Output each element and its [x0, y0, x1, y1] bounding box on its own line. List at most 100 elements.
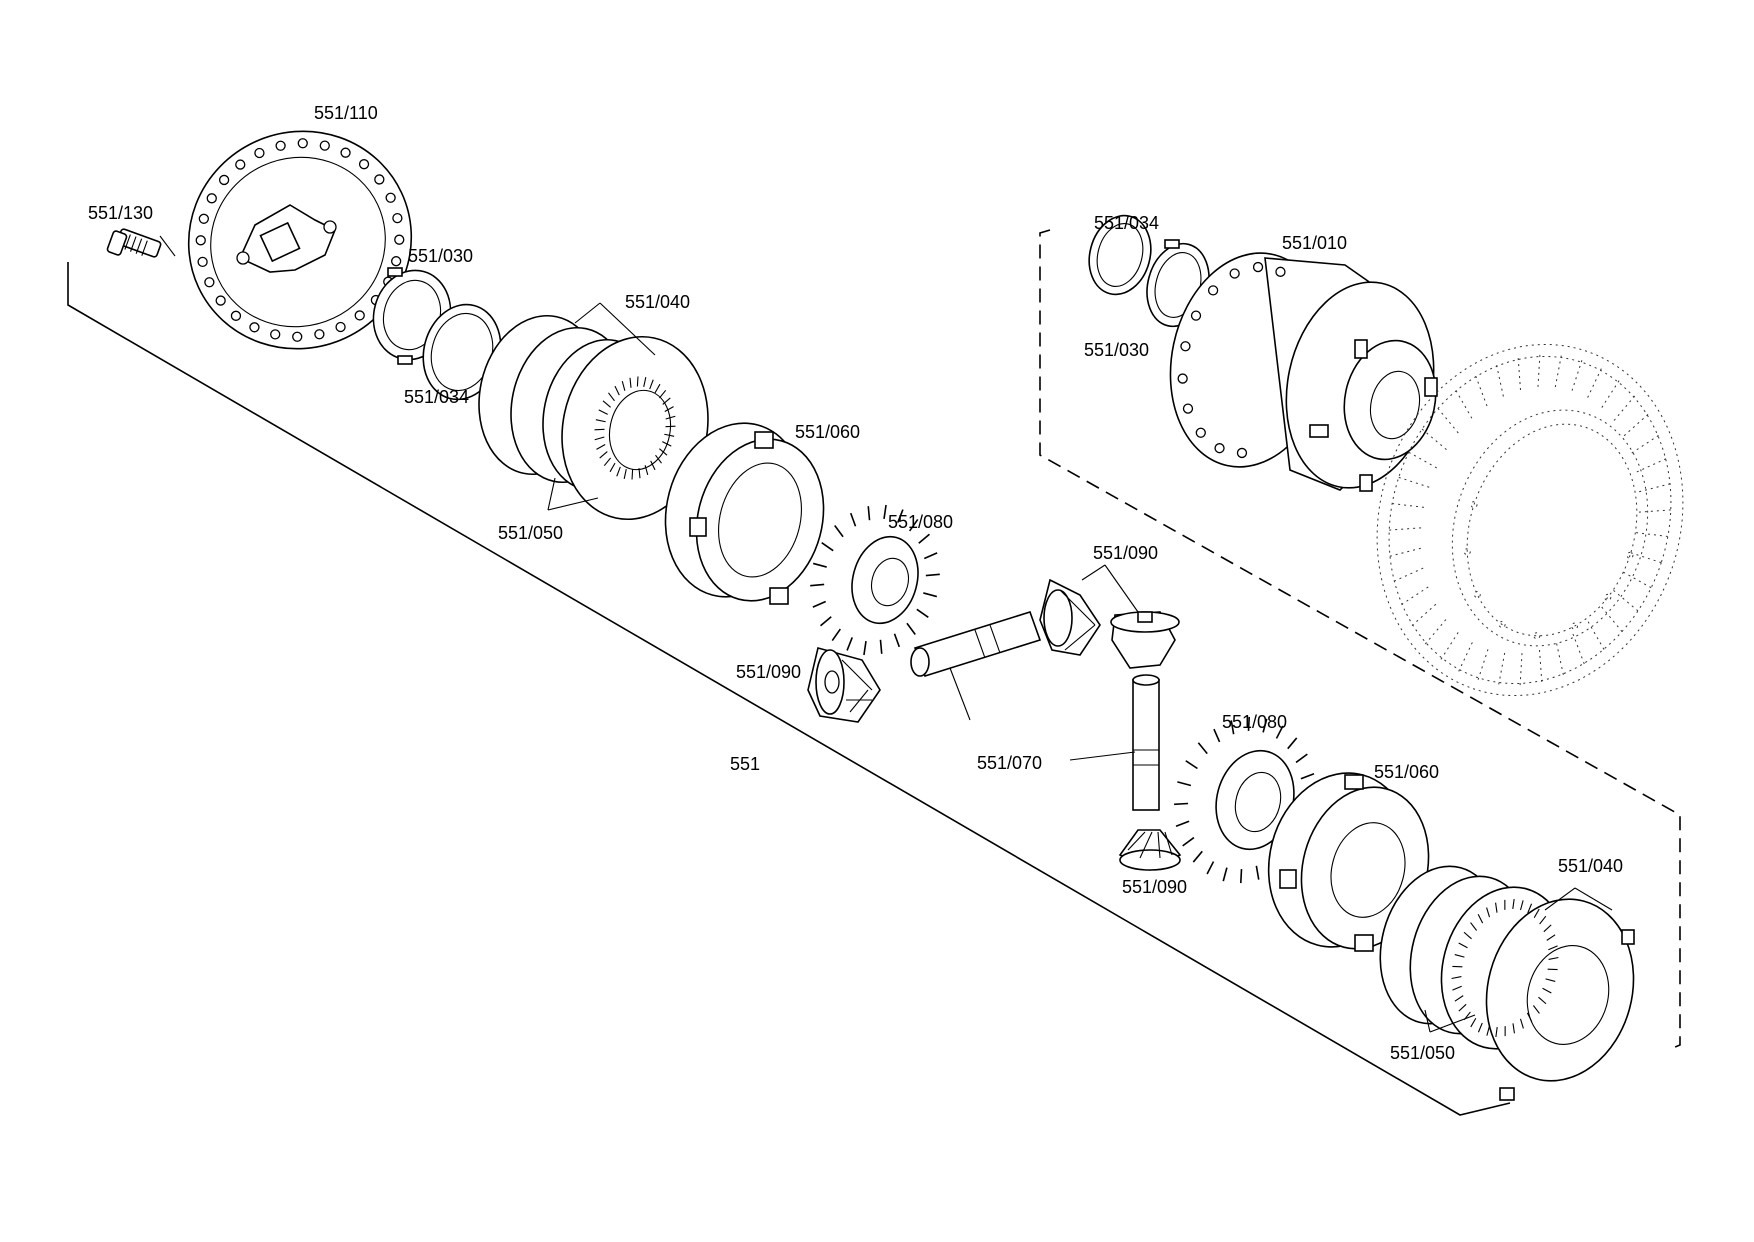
gear-tooth [923, 592, 938, 598]
spline-line [1519, 1018, 1524, 1029]
ring-gear-hatch [1418, 426, 1447, 451]
gear-tooth [923, 552, 938, 560]
gear-tooth [810, 583, 825, 587]
side-gear-551-080-left [810, 504, 940, 656]
gear-tooth [1192, 850, 1203, 863]
spline-line [655, 454, 662, 464]
bolt-hole-icon [215, 295, 226, 306]
pinion-551-090-top [1039, 578, 1180, 669]
ring-gear-hatch [1623, 571, 1655, 591]
ring-gear-hatch [1390, 567, 1424, 584]
spline-line [1546, 934, 1556, 941]
spline-line [1527, 903, 1533, 914]
label-551-040-left: 551/040 [625, 292, 690, 312]
label-551-080-right: 551/080 [1222, 712, 1287, 732]
ring-gear-hatch [1631, 432, 1663, 454]
ring-gear-hole [1470, 501, 1478, 509]
ring-gear-hatch [1537, 350, 1541, 387]
gear-tooth [893, 633, 901, 648]
spline-line [608, 392, 615, 402]
gear-tooth [1185, 760, 1198, 770]
gear-tooth [834, 524, 844, 538]
ring-gear-hatch [1538, 649, 1543, 686]
spline-line [603, 457, 612, 467]
label-551-070: 551/070 [977, 753, 1042, 773]
bolt-hole-icon [195, 235, 206, 246]
gear-tooth [1177, 781, 1192, 787]
gear-tooth [1206, 861, 1215, 875]
spline-line [1470, 1018, 1477, 1028]
ring-gear-hatch [1571, 356, 1584, 391]
ring-gear-hole [1604, 593, 1612, 601]
ring-gear-hatch [1438, 632, 1459, 664]
spline-line [649, 379, 654, 390]
label-551-060-left: 551/060 [795, 422, 860, 442]
spline-line [1512, 1023, 1515, 1034]
ring-gear-hatch [1517, 354, 1522, 391]
ring-gear-hatch [1388, 502, 1424, 508]
spline-line [1486, 1025, 1491, 1036]
bolt-hole-icon [292, 331, 303, 342]
gear-tooth [1255, 865, 1260, 880]
assembly-bracket [67, 262, 1511, 1116]
label-551-090-top: 551/090 [1093, 543, 1158, 563]
label-551-090-bottom: 551/090 [1122, 877, 1187, 897]
gear-tooth [821, 542, 834, 552]
housing-group-bracket [1039, 229, 1681, 1051]
ring-gear-hatch [1636, 532, 1672, 538]
gear-tooth [867, 506, 871, 521]
ring-gear-hatch [1495, 361, 1504, 397]
gear-tooth [1182, 836, 1195, 847]
spline-line [594, 436, 605, 441]
gear-tooth [1213, 728, 1221, 743]
flange-plate-551-110 [187, 130, 413, 350]
spline-line [643, 377, 647, 388]
gear-tooth [812, 600, 827, 608]
clutch-pack-right [1379, 865, 1635, 1101]
spline-line [1548, 956, 1559, 960]
gear-tooth [1275, 725, 1284, 739]
spline-line [1512, 899, 1515, 910]
ring-gear-hatch [1385, 527, 1422, 531]
ring-gear-hatch [1630, 552, 1666, 565]
bolt-hole-icon [394, 234, 405, 245]
ring-gear-hole [1463, 548, 1471, 556]
ring-gear-hatch [1636, 456, 1670, 473]
spline-line [662, 441, 672, 447]
gear-tooth [849, 512, 857, 527]
label-551-030-right: 551/030 [1084, 340, 1149, 360]
gear-tooth [820, 616, 832, 627]
side-gear-551-080-right [1174, 716, 1316, 884]
ring-gear-hatch [1453, 386, 1473, 419]
spline-line [658, 389, 667, 399]
ring-gear-hole [1626, 551, 1634, 559]
bolt-551-130 [106, 228, 162, 258]
spline-line [1486, 907, 1491, 918]
pressure-ring-551-060-left [664, 422, 825, 605]
gear-tooth [1230, 720, 1235, 735]
label-551-040-right: 551/040 [1558, 856, 1623, 876]
spline-line [1532, 1005, 1540, 1014]
spline-line [1539, 915, 1547, 925]
spline-line [1495, 902, 1498, 913]
bolt-hole-icon [218, 174, 230, 186]
ring-gear-hatch [1556, 643, 1565, 679]
bolt-hole-icon [198, 213, 209, 224]
ring-gear-hatch [1638, 509, 1675, 513]
spline-line [602, 400, 611, 408]
spline-line [1548, 945, 1558, 951]
spline-line [1477, 1022, 1483, 1033]
bolt-hole-icon [1275, 266, 1286, 277]
bolt-hole-icon [1252, 261, 1264, 273]
ring-gear-hatch [1476, 649, 1489, 684]
gear-tooth [925, 573, 940, 577]
spline-line [1542, 987, 1552, 994]
ring-gear-hole [1571, 622, 1579, 630]
bolt-hole-icon [235, 159, 246, 170]
ring-gear-hatch [1405, 449, 1437, 469]
spline-line [599, 451, 608, 459]
bolt-hole-icon [275, 140, 286, 151]
ring-gear-hole [1533, 632, 1541, 640]
spline-line [1451, 976, 1462, 980]
